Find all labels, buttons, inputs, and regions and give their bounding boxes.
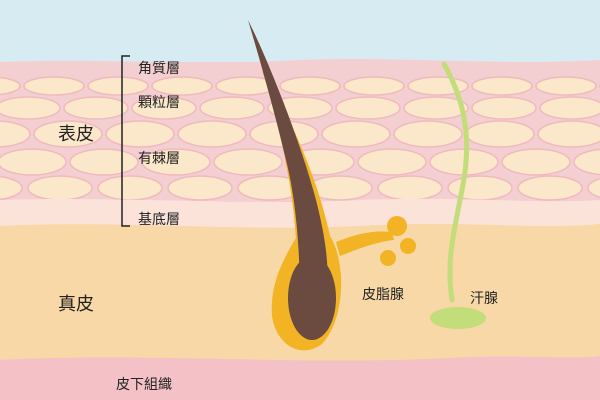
subcutaneous-tissue-label: 皮下組織	[116, 377, 172, 393]
epidermis-cell	[69, 148, 139, 176]
stratum-corneum-label: 角質層	[138, 61, 180, 77]
epidermis-cell	[465, 120, 535, 148]
epidermis-cell	[141, 148, 211, 176]
sebaceous-gland-shape	[336, 216, 416, 266]
epidermis-cell	[0, 175, 23, 201]
epidermis-label: 表皮	[58, 124, 94, 145]
epidermis-cell	[97, 175, 163, 201]
epidermis-cell	[321, 120, 391, 148]
sweat-gland-coil	[430, 307, 486, 329]
epidermis-cell	[537, 120, 600, 148]
sweat-duct	[441, 61, 470, 303]
epidermis-cell	[33, 120, 103, 148]
stratum-granulosum-label: 顆粒層	[138, 95, 180, 111]
epidermis-cell	[27, 175, 93, 201]
epidermis-cell	[447, 175, 513, 201]
epidermis-cell	[0, 148, 67, 176]
epidermis-cell	[573, 148, 600, 176]
epidermis-cell	[517, 175, 583, 201]
epidermis-cell	[539, 96, 600, 120]
epidermis-cell	[0, 120, 31, 148]
epidermis-cell	[105, 120, 175, 148]
epidermis-cell	[0, 76, 21, 96]
subcutaneous-region	[0, 356, 600, 400]
dermis-label: 真皮	[58, 294, 94, 315]
epidermis-cell	[357, 148, 427, 176]
epidermis-cell	[335, 96, 401, 120]
epidermis-cell	[167, 175, 233, 201]
epidermis-cell	[501, 148, 571, 176]
epidermis-cell	[587, 177, 600, 199]
epidermis-cell	[535, 76, 597, 96]
epidermis-cell	[471, 96, 537, 120]
epidermis-cell	[403, 96, 469, 120]
stratum-basale-label: 基底層	[138, 212, 180, 228]
epidermis-cell	[213, 148, 283, 176]
epidermis-cell	[131, 96, 197, 120]
epidermis-cell	[23, 76, 85, 96]
epidermis-cell	[199, 96, 265, 120]
sweat-gland-label: 汗腺	[470, 291, 498, 307]
epidermis-cell	[87, 76, 149, 96]
epidermis-cell	[63, 96, 129, 120]
stratum-spinosum-label: 有棘層	[138, 151, 180, 167]
air-region	[0, 0, 600, 70]
sebaceous-gland-label: 皮脂腺	[362, 287, 404, 303]
epidermis-cell	[177, 120, 247, 148]
epidermis-cell	[279, 76, 341, 96]
epidermis-bracket	[121, 55, 130, 227]
epidermis-cell	[393, 120, 463, 148]
hair-shaft	[248, 20, 328, 300]
epidermis-cell	[0, 96, 61, 120]
epidermis-cell	[471, 76, 533, 96]
epidermis-cell	[377, 175, 443, 201]
epidermis-cell	[343, 76, 405, 96]
epidermis-cell	[151, 76, 213, 96]
